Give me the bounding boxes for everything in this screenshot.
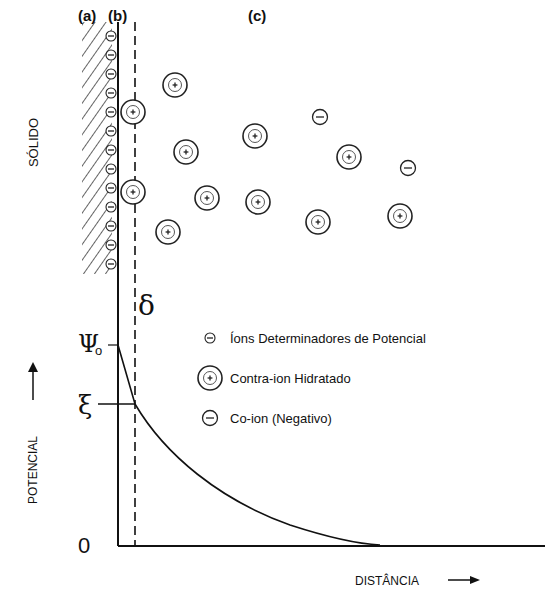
minus-sign xyxy=(316,116,324,117)
plus-sign xyxy=(174,83,175,88)
potential-ion xyxy=(106,259,116,269)
counter-ion-core xyxy=(312,216,325,229)
zeta-level xyxy=(98,403,135,404)
minus-sign xyxy=(108,54,114,55)
counter-ion xyxy=(174,140,198,164)
co-ions xyxy=(313,110,416,176)
plus-sign xyxy=(257,200,258,205)
plus-sign xyxy=(317,220,318,225)
counter-ion xyxy=(388,204,412,228)
minus-sign xyxy=(108,92,114,93)
axis-label: SÓLIDO xyxy=(28,117,41,166)
co-ion xyxy=(203,411,218,426)
plus-sign xyxy=(399,214,400,219)
plus-sign xyxy=(132,190,133,195)
plus-sign xyxy=(185,150,186,155)
plus-sign xyxy=(167,230,168,235)
diagram-label: ξ xyxy=(78,392,92,418)
plus-sign xyxy=(348,155,349,160)
counter-ion-core xyxy=(201,192,214,205)
legend-text: Contra-ion Hidratado xyxy=(230,372,351,385)
counter-ion-core xyxy=(180,146,193,159)
counter-ion-core xyxy=(249,130,262,143)
counter-ion-core xyxy=(394,210,407,223)
potential-ion xyxy=(106,164,116,174)
potential-arrowhead xyxy=(28,362,38,372)
legend-symbols xyxy=(198,333,222,426)
counter-ion xyxy=(337,145,361,169)
counter-ions xyxy=(121,73,412,244)
diagram-label: (a) xyxy=(78,8,96,23)
minus-sign xyxy=(108,187,114,188)
diagram-label: o xyxy=(95,344,102,357)
diagram-label: DISTÂNCIA xyxy=(355,575,419,587)
plus-sign xyxy=(254,134,255,139)
minus-sign xyxy=(108,111,114,112)
minus-sign xyxy=(108,130,114,131)
potential-ion xyxy=(106,107,116,117)
counter-ion xyxy=(156,220,180,244)
counter-ion-core xyxy=(343,151,356,164)
co-ion xyxy=(313,110,328,125)
legend-text: Co-ion (Negativo) xyxy=(230,412,332,425)
counter-ion-core xyxy=(252,196,265,209)
counter-ion xyxy=(198,366,222,390)
potential-ion xyxy=(106,145,116,155)
potential-ion xyxy=(106,88,116,98)
minus-sign xyxy=(108,168,114,169)
minus-sign xyxy=(206,417,214,418)
minus-sign xyxy=(108,225,114,226)
potential-ion xyxy=(106,221,116,231)
potential-ion xyxy=(106,69,116,79)
counter-ion xyxy=(246,190,270,214)
counter-ion xyxy=(163,73,187,97)
counter-ion xyxy=(195,186,219,210)
counter-ion-core xyxy=(127,106,140,119)
minus-sign xyxy=(207,337,213,338)
counter-ion-core xyxy=(204,372,217,385)
distance-axis xyxy=(118,545,545,547)
counter-ion xyxy=(121,100,145,124)
counter-ion xyxy=(121,180,145,204)
potential-ion xyxy=(106,50,116,60)
minus-sign xyxy=(108,206,114,207)
potential-ion xyxy=(106,183,116,193)
minus-sign xyxy=(108,244,114,245)
potential-ion xyxy=(106,31,116,41)
counter-ion-core xyxy=(169,79,182,92)
distance-arrowhead xyxy=(470,576,480,584)
potential-ion xyxy=(205,333,215,343)
potential-ion xyxy=(106,240,116,250)
counter-ion-core xyxy=(127,186,140,199)
plus-sign xyxy=(132,110,133,115)
potential-determining-ions xyxy=(106,31,116,269)
potential-ion xyxy=(106,126,116,136)
diagram-label: (c) xyxy=(248,8,266,23)
solid-surface xyxy=(117,22,119,546)
diagram-label: 0 xyxy=(78,535,90,557)
psi-level xyxy=(108,344,118,345)
co-ion xyxy=(401,161,416,176)
minus-sign xyxy=(108,263,114,264)
potential-ion xyxy=(106,202,116,212)
plus-sign xyxy=(209,376,210,381)
minus-sign xyxy=(108,149,114,150)
diagram-label: (b) xyxy=(108,8,127,23)
minus-sign xyxy=(108,35,114,36)
potential-curve xyxy=(118,345,380,545)
counter-ion xyxy=(243,124,267,148)
counter-ion xyxy=(306,210,330,234)
minus-sign xyxy=(108,73,114,74)
diagram-label: δ xyxy=(138,292,155,320)
counter-ion-core xyxy=(162,226,175,239)
legend-text: Íons Determinadores de Potencial xyxy=(230,332,426,345)
plus-sign xyxy=(206,196,207,201)
axis-label: POTENCIAL xyxy=(27,436,39,504)
minus-sign xyxy=(404,167,412,168)
